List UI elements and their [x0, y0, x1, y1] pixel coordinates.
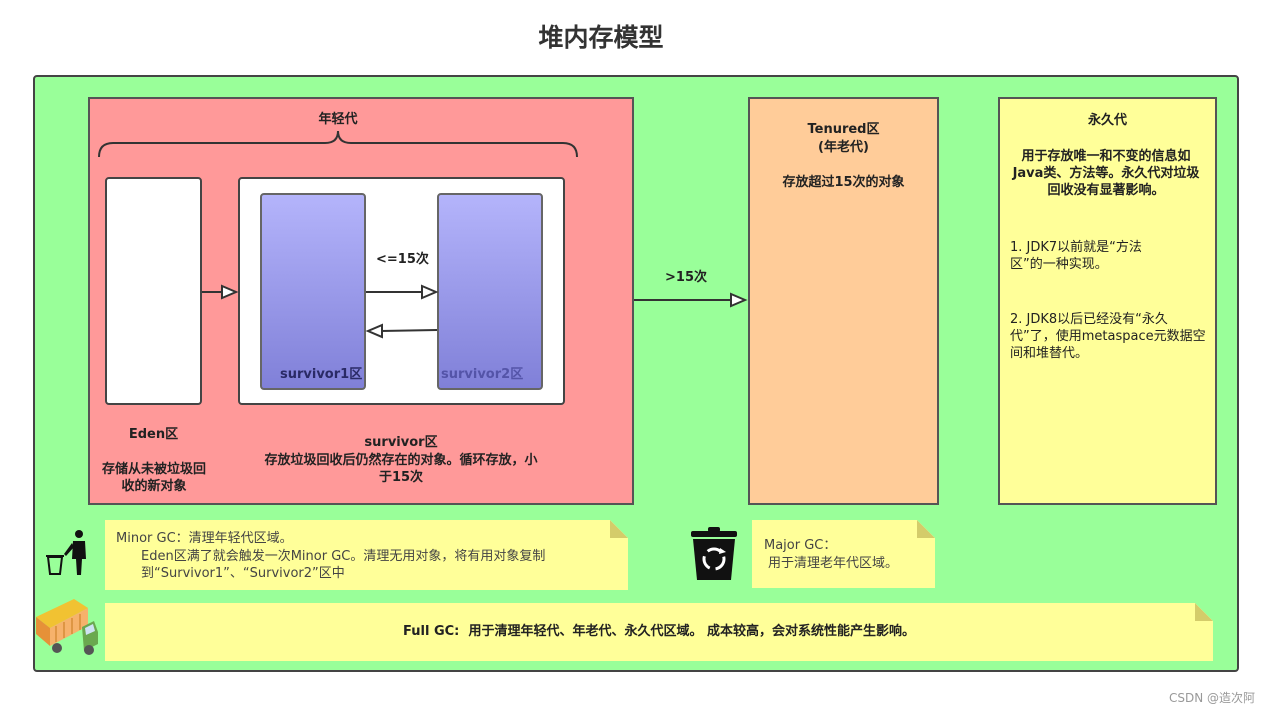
watermark: CSDN @造次阿 — [1168, 691, 1255, 705]
major-gc-title: Major GC： — [764, 538, 837, 553]
major-gc-body: 用于清理老年代区域。 — [768, 556, 899, 571]
minor-gc-body: Eden区满了就会触发一次Minor GC。清理无用对象，将有用对象复制到“Su… — [141, 549, 546, 581]
minor-gc-title: Minor GC：清理年轻代区域。 — [116, 531, 293, 546]
perm-item-1: 1. JDK7以前就是“方法区”的一种实现。 — [1010, 240, 1142, 272]
minor-gc-note: Minor GC：清理年轻代区域。 Eden区满了就会触发一次Minor GC。… — [105, 520, 628, 590]
full-gc-description: 用于清理年轻代、年老代、永久代区域。 成本较高，会对系统性能产生影响。 — [468, 624, 915, 639]
diagram-title: 堆内存模型 — [538, 23, 664, 52]
tenured-description: 存放超过15次的对象 — [782, 175, 905, 190]
young-generation-brace — [98, 130, 578, 158]
survivor-description: 存放垃圾回收后仍然存在的对象。循环存放，小于15次 — [264, 453, 538, 485]
tenured-region — [748, 97, 939, 505]
perm-item-2: 2. JDK8以后已经没有“永久代”了，使用metaspace元数据空间和堆替代… — [1010, 312, 1206, 361]
perm-title: 永久代 — [1087, 113, 1127, 128]
trash-person-icon — [46, 530, 86, 575]
survivor1-to-survivor2-arrow — [366, 284, 439, 300]
eden-name: Eden区 — [128, 427, 179, 442]
full-gc-note: Full GC: 用于清理年轻代、年老代、永久代区域。 成本较高，会对系统性能产… — [105, 603, 1213, 661]
survivor2-box — [437, 193, 543, 390]
permanent-generation-region — [998, 97, 1217, 505]
eden-to-survivor-arrow — [202, 284, 239, 300]
truck-icon — [36, 599, 98, 655]
major-gc-note: Major GC： 用于清理老年代区域。 — [752, 520, 935, 588]
full-gc-label: Full GC: — [403, 624, 460, 639]
tenured-title: Tenured区 — [807, 122, 880, 137]
survivor-cycle-label: <=15次 — [376, 252, 429, 267]
recycle-bin-icon — [691, 527, 737, 580]
perm-description: 用于存放唯一和不变的信息如Java类、方法等。永久代对垃圾回收没有显著影响。 — [1012, 149, 1200, 198]
survivor2-to-survivor1-arrow — [365, 323, 438, 339]
eden-box — [105, 177, 202, 405]
promote-label: >15次 — [665, 270, 707, 285]
young-to-tenured-arrow — [634, 292, 748, 308]
tenured-subtitle: (年老代) — [818, 140, 869, 155]
full-gc-text: Full GC: 用于清理年轻代、年老代、永久代区域。 成本较高，会对系统性能产… — [105, 623, 1213, 640]
survivor1-box — [260, 193, 366, 390]
young-generation-label: 年轻代 — [318, 112, 358, 127]
survivor1-label: survivor1区 — [280, 367, 363, 382]
survivor-name: survivor区 — [364, 435, 438, 450]
survivor2-label: survivor2区 — [441, 367, 524, 382]
eden-description: 存储从未被垃圾回收的新对象 — [101, 462, 206, 494]
